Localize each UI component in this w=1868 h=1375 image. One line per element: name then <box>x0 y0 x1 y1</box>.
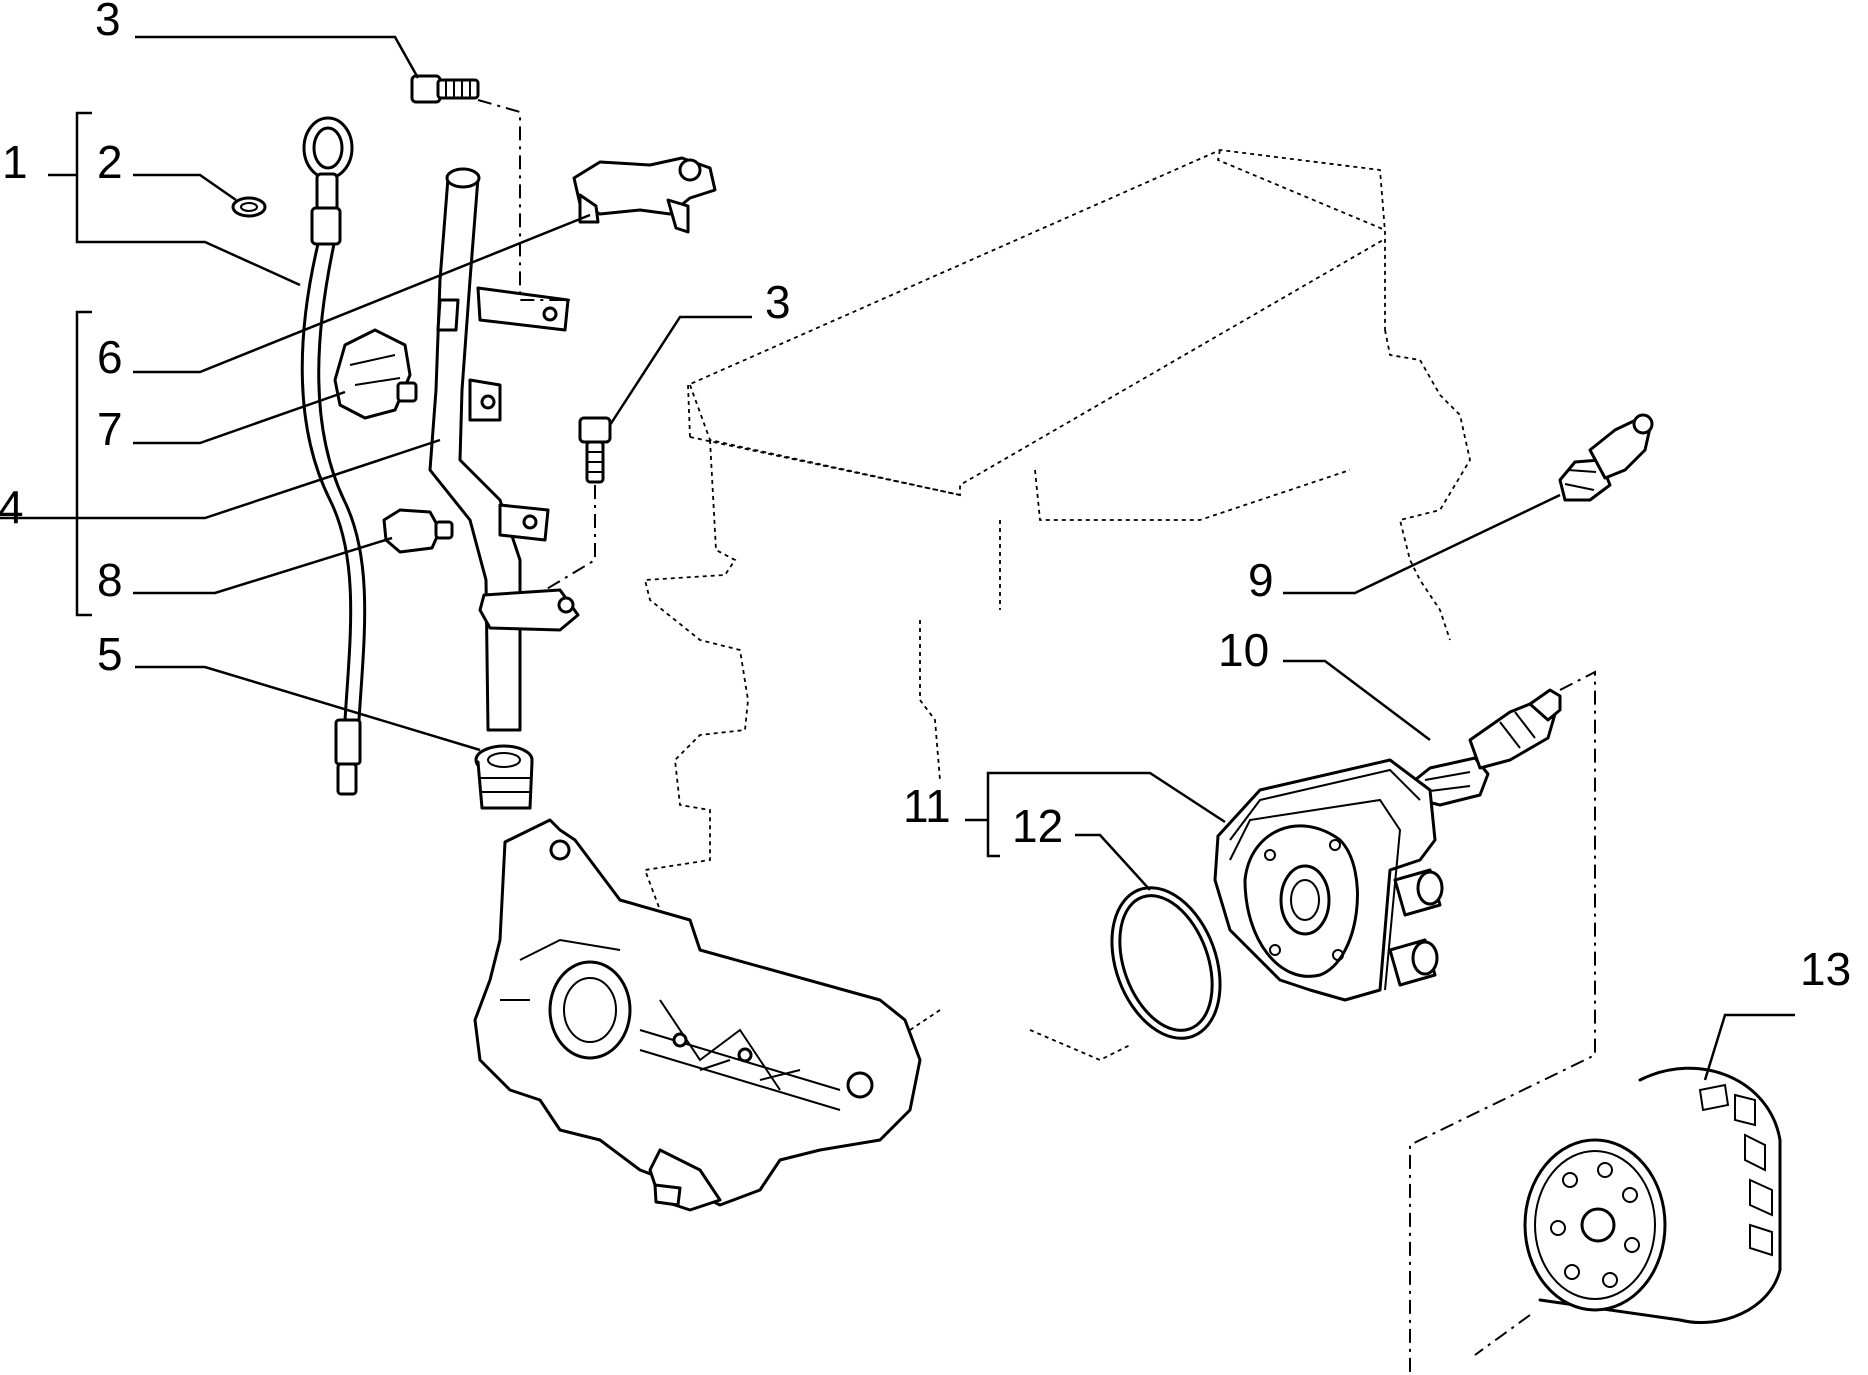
callout-9: 9 <box>1248 554 1274 606</box>
callout-2: 2 <box>97 136 123 188</box>
callout-12: 12 <box>1012 800 1063 852</box>
callout-11: 11 <box>903 780 951 832</box>
callout-10: 10 <box>1218 624 1269 676</box>
oil-pump-housing-part <box>473 818 922 1212</box>
clip-part <box>333 328 418 420</box>
bracket-part <box>572 156 717 234</box>
callout-7: 7 <box>97 403 123 455</box>
leader-lines <box>0 35 1795 1375</box>
callout-6: 6 <box>97 331 123 383</box>
washer-part <box>231 196 267 218</box>
callout-labels: 1 2 3 3 4 5 6 7 8 9 10 11 12 13 <box>0 0 1851 995</box>
grommet-part <box>474 744 534 810</box>
callout-4: 4 <box>0 481 24 533</box>
small-clip-part <box>382 508 454 554</box>
callout-1: 1 <box>2 136 28 188</box>
bolt-mid-part <box>578 416 612 484</box>
callout-3-mid: 3 <box>765 276 791 328</box>
engine-block-outline <box>643 149 1471 1061</box>
callout-5: 5 <box>97 628 123 680</box>
oil-cooler-part <box>1213 758 1444 1002</box>
bolt-top-part <box>410 74 480 104</box>
callout-8: 8 <box>97 554 123 606</box>
oil-pressure-sensor-part <box>1558 413 1654 502</box>
threaded-fitting-part <box>1413 688 1562 807</box>
callout-13: 13 <box>1800 943 1851 995</box>
callout-3-top: 3 <box>95 0 121 45</box>
dipstick-guide-tube-part <box>428 167 580 732</box>
dipstick-part <box>300 116 367 796</box>
oil-filter-part <box>1523 1066 1782 1325</box>
o-ring-part <box>1110 886 1222 1040</box>
